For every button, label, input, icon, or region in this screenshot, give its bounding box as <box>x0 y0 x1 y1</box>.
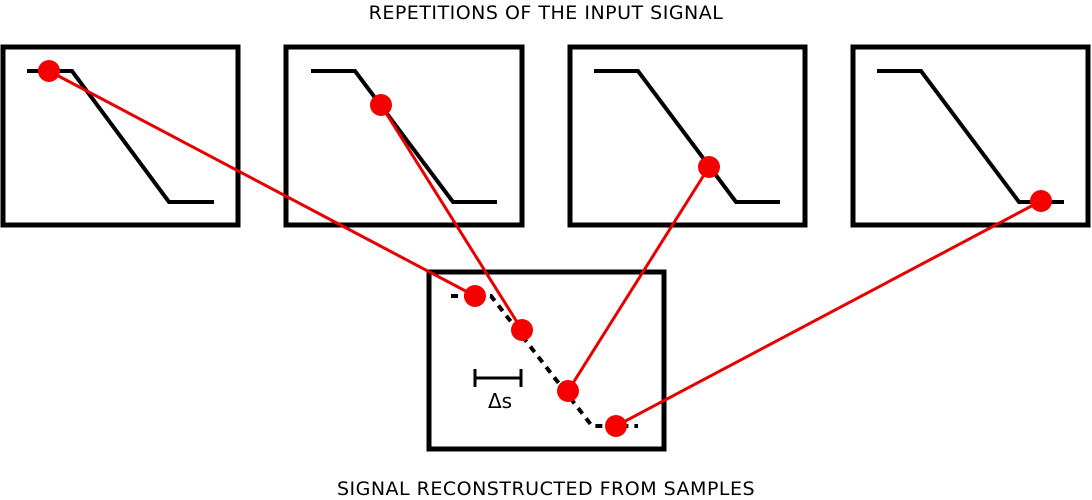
input-signal-1 <box>27 69 214 204</box>
repetition-frame-4 <box>850 44 1091 228</box>
input-sample-dot-3 <box>698 156 720 178</box>
sample-spacing-bracket <box>473 369 523 387</box>
reconstructed-sample-dot-1 <box>464 285 486 307</box>
sample-spacing-label: Δs <box>488 389 512 413</box>
bottom-caption: SIGNAL RECONSTRUCTED FROM SAMPLES <box>336 478 756 500</box>
input-sample-dot-2 <box>370 94 392 116</box>
sample-link-1 <box>48 69 476 298</box>
reconstructed-sample-dot-4 <box>605 415 627 437</box>
sample-link-4 <box>615 199 1042 428</box>
input-sample-dot-4 <box>1030 190 1052 212</box>
reconstructed-sample-dot-3 <box>557 380 579 402</box>
input-signal-2 <box>311 69 497 204</box>
repetition-frame-1 <box>0 44 241 228</box>
input-sample-dot-1 <box>38 60 60 82</box>
input-signal-3 <box>594 69 780 204</box>
reconstructed-signal <box>451 294 638 428</box>
sample-link-3 <box>566 166 711 392</box>
repetition-frame-3 <box>567 44 808 228</box>
top-caption: REPETITIONS OF THE INPUT SIGNAL <box>368 2 724 24</box>
sample-link-2 <box>379 104 524 331</box>
reconstructed-sample-dot-2 <box>511 319 533 341</box>
repetition-frame-2 <box>283 44 525 228</box>
input-signal-4 <box>877 69 1064 204</box>
reconstruction-frame <box>426 269 667 452</box>
